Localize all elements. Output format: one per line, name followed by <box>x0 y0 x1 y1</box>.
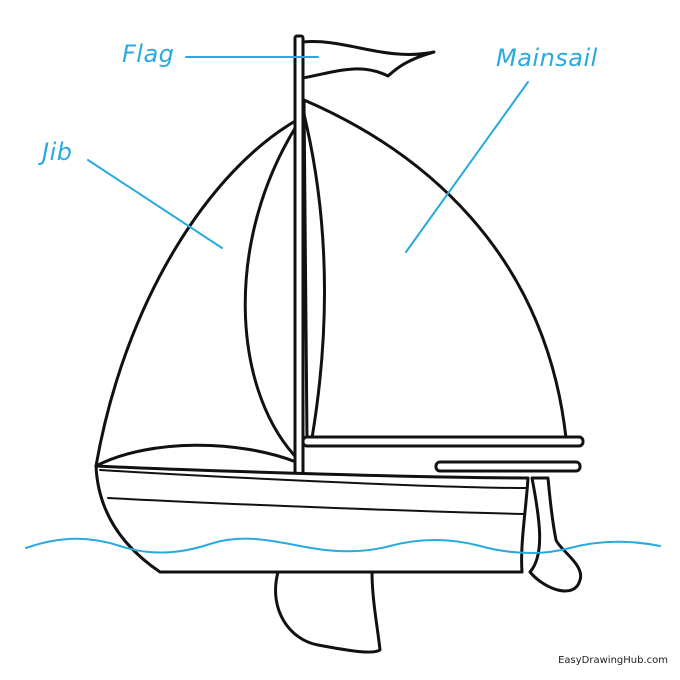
hull-stripe-top <box>99 469 528 489</box>
mast <box>293 34 305 482</box>
mainsail-shape <box>302 98 568 442</box>
jib-shape <box>94 118 299 468</box>
hull-stripe-bottom <box>107 497 525 515</box>
water-wave <box>25 537 661 555</box>
keel <box>274 570 382 654</box>
jib-inner-curve <box>243 123 299 457</box>
mainsail-inner-curve <box>301 108 327 440</box>
mainsail-label: Mainsail <box>496 44 598 72</box>
watermark: EasyDrawingHub.com <box>558 655 668 666</box>
jib-label: Jib <box>42 138 73 166</box>
flag-shape <box>301 40 436 80</box>
rudder <box>528 476 583 593</box>
lower-boom <box>434 460 582 473</box>
jib-leader-line <box>87 159 223 249</box>
flag-label: Flag <box>122 40 175 68</box>
upper-boom <box>301 435 585 448</box>
mainsail-leader-line <box>405 81 529 253</box>
